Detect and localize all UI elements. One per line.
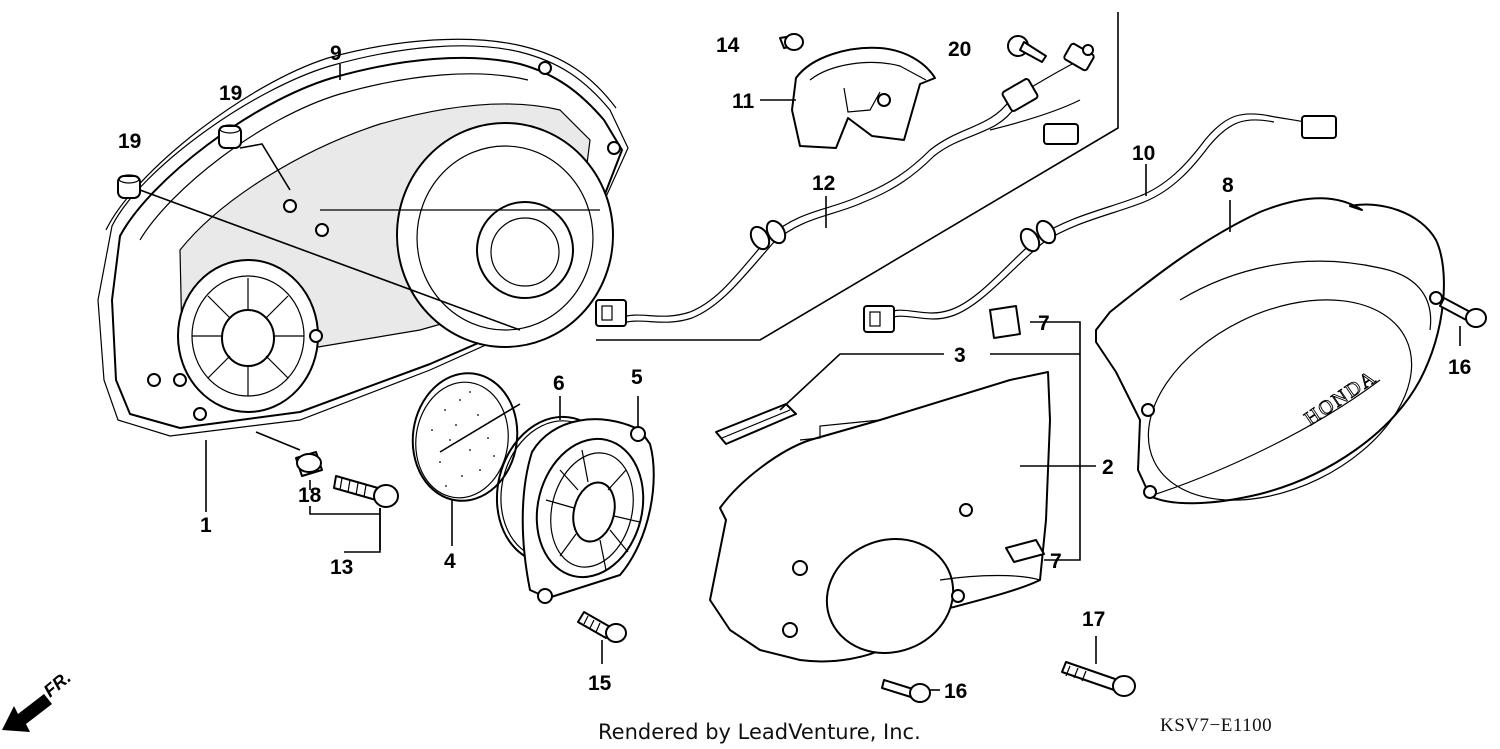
callout-6: 6 (553, 372, 565, 395)
bolt-part-17 (1061, 661, 1136, 697)
callout-5: 5 (631, 366, 643, 389)
rubber-pad-part-7-upper (989, 305, 1021, 339)
cover-gasket-part-9 (97, 45, 629, 437)
callout-15: 15 (588, 672, 612, 695)
callout-8: 8 (1222, 174, 1234, 197)
rubber-pad-part-7-lower (1005, 539, 1045, 563)
left-crankcase-cover-part-1 (97, 38, 629, 437)
callout-12: 12 (812, 172, 835, 195)
bracket-cover-part-11 (791, 46, 936, 149)
leader-lines (139, 64, 1461, 691)
render-credit: Rendered by LeadVenture, Inc. (598, 720, 921, 744)
callout-14: 14 (716, 34, 740, 57)
outer-cover-part-8: HONDA (1095, 197, 1445, 505)
dowel-pin-part-19-lower (117, 174, 141, 199)
callout-18: 18 (298, 484, 322, 507)
diagram-code: KSV7−E1100 (1160, 715, 1272, 736)
part-callouts: 9 19 19 1 18 13 4 6 5 15 14 11 20 12 10 … (118, 34, 1471, 703)
callout-7-lower: 7 (1050, 550, 1062, 573)
bolt-part-16-lower (881, 679, 931, 703)
bolt-part-13 (333, 475, 399, 508)
screw-part-14 (779, 33, 804, 51)
callout-20: 20 (948, 38, 971, 61)
callout-16-right: 16 (1448, 356, 1471, 379)
callout-9: 9 (330, 42, 342, 65)
grommet-part-18 (295, 451, 323, 477)
front-direction-indicator: FR. (2, 667, 75, 732)
bolt-part-20 (1007, 35, 1047, 63)
dowel-pin-part-19-upper (218, 124, 242, 149)
callout-19-upper: 19 (219, 82, 242, 105)
front-arrow-icon (2, 694, 52, 732)
callout-3: 3 (954, 344, 966, 367)
lower-cover-part-2 (709, 371, 1051, 663)
wire-harness-part-10 (863, 113, 1337, 333)
callout-1: 1 (200, 514, 212, 537)
separator-line (596, 12, 1119, 341)
callout-13: 13 (330, 556, 353, 579)
fan-cover-part-5 (521, 418, 655, 604)
bolt-part-16-right (1439, 297, 1487, 328)
foam-pad-part-3 (715, 403, 797, 445)
callout-10: 10 (1132, 142, 1155, 165)
callout-19-lower: 19 (118, 130, 141, 153)
callout-4: 4 (444, 550, 456, 573)
wire-harness-part-12 (595, 42, 1095, 327)
callout-16-lower: 16 (944, 680, 967, 703)
callout-2: 2 (1102, 456, 1114, 479)
bolt-part-15 (577, 611, 627, 643)
callout-11: 11 (732, 90, 755, 113)
callout-17: 17 (1082, 608, 1105, 631)
callout-7-upper: 7 (1038, 312, 1050, 335)
